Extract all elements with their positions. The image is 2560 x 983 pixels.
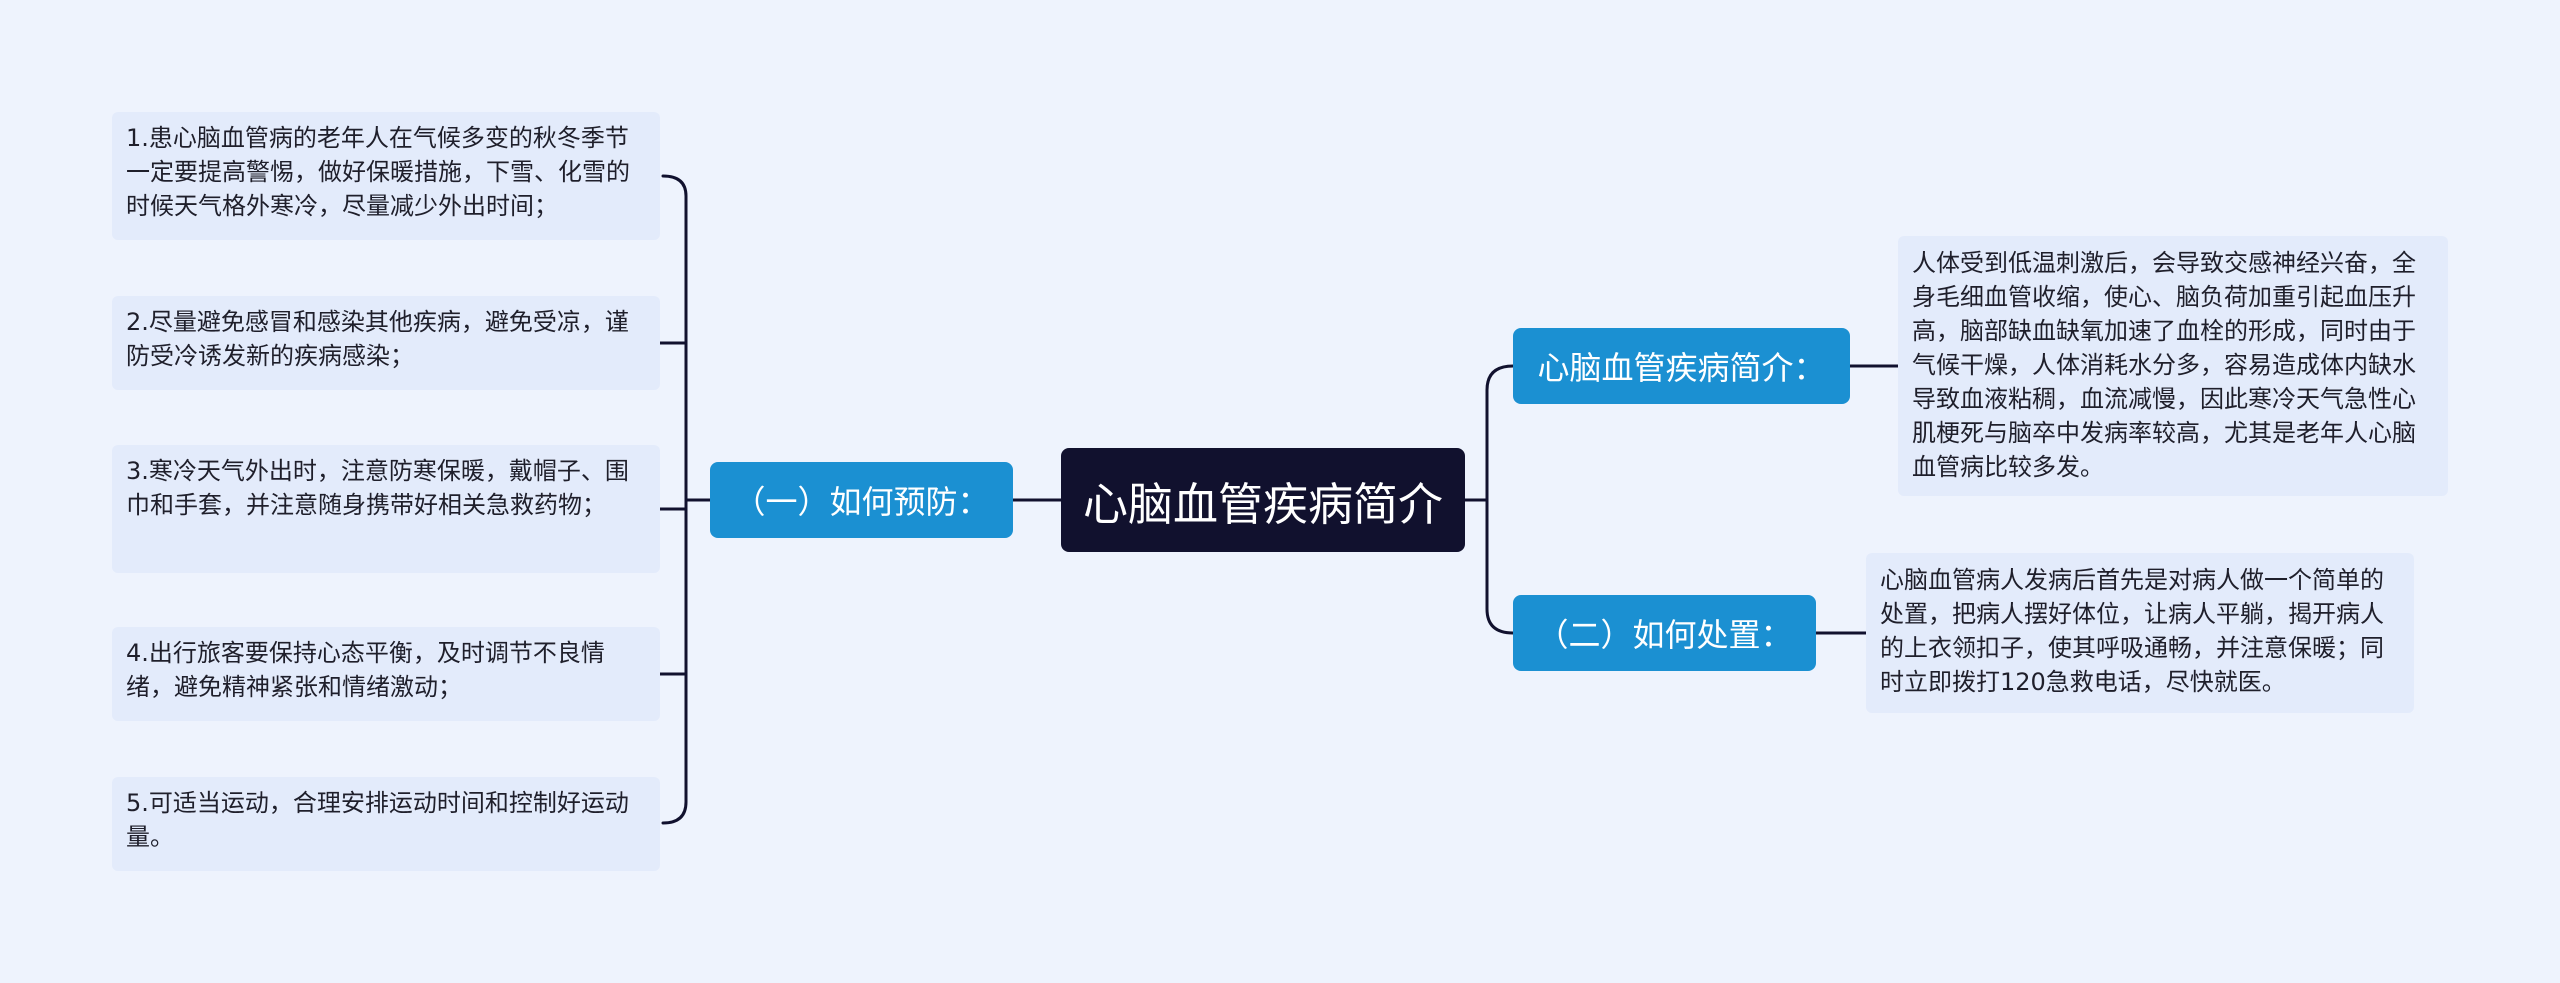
connector-prevent-bracket: [661, 174, 688, 825]
branch-introduction[interactable]: 心脑血管疾病简介：: [1513, 328, 1850, 404]
branch-prevention[interactable]: （一）如何预防：: [710, 462, 1013, 538]
prevention-item-1[interactable]: 1.患心脑血管病的老年人在气候多变的秋冬季节一定要提高警惕，做好保暖措施，下雪、…: [112, 112, 660, 240]
prevention-item-2[interactable]: 2.尽量避免感冒和感染其他疾病，避免受凉，谨防受冷诱发新的疾病感染；: [112, 296, 660, 390]
prevention-item-5[interactable]: 5.可适当运动，合理安排运动时间和控制好运动量。: [112, 777, 660, 871]
branch-handling[interactable]: （二）如何处置：: [1513, 595, 1816, 671]
prevention-item-3[interactable]: 3.寒冷天气外出时，注意防寒保暖，戴帽子、围巾和手套，并注意随身携带好相关急救药…: [112, 445, 660, 573]
connector-right-bracket: [1485, 364, 1515, 635]
prevention-item-4[interactable]: 4.出行旅客要保持心态平衡，及时调节不良情绪，避免精神紧张和情绪激动；: [112, 627, 660, 721]
handling-text[interactable]: 心脑血管病人发病后首先是对病人做一个简单的处置，把病人摆好体位，让病人平躺，揭开…: [1866, 553, 2414, 713]
root-topic[interactable]: 心脑血管疾病简介: [1061, 448, 1465, 552]
introduction-text[interactable]: 人体受到低温刺激后，会导致交感神经兴奋，全身毛细血管收缩，使心、脑负荷加重引起血…: [1898, 236, 2448, 496]
